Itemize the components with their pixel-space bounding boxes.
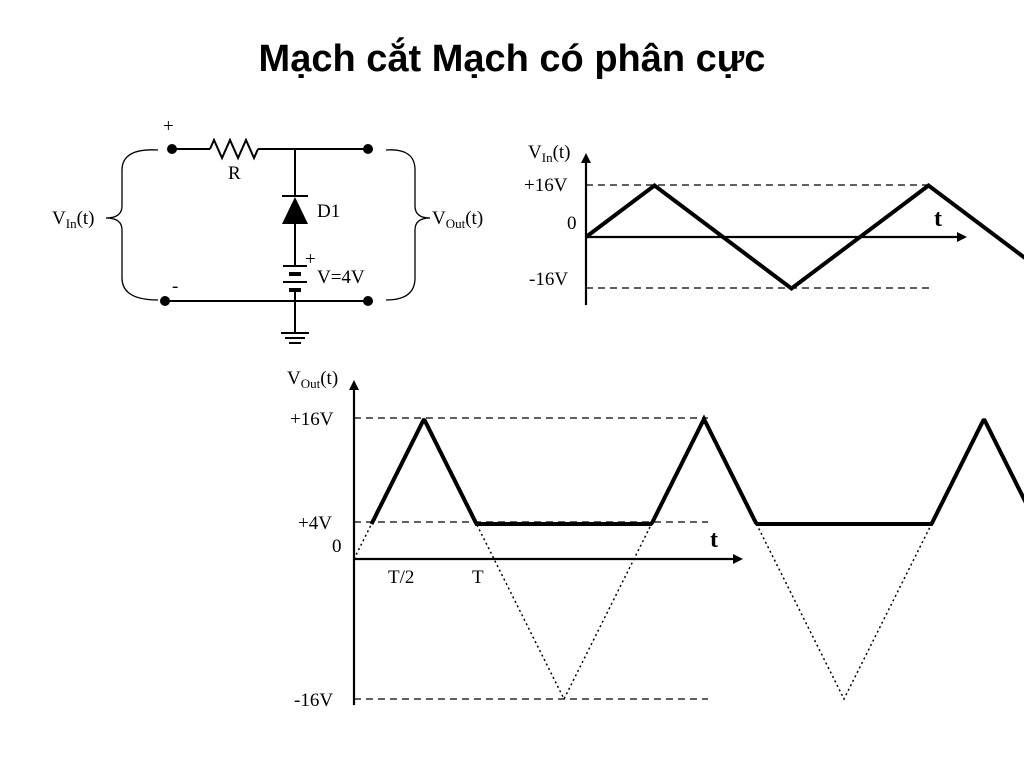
output-y-label: VOut(t) (287, 368, 338, 391)
output-plot: VOut(t) +16V +4V 0 T/2 T -16V t (287, 368, 1024, 711)
input-terminal-top (167, 144, 177, 154)
output-x-label: t (710, 527, 718, 553)
input-tick-minus16: -16V (529, 269, 568, 290)
vin-label: VIn(t) (52, 208, 95, 231)
input-triangle-wave (584, 182, 1024, 292)
plus-label: + (163, 116, 174, 137)
battery-plus-label: + (305, 249, 316, 270)
output-brace (385, 149, 431, 301)
input-brace (105, 149, 159, 301)
input-y-label: VIn(t) (528, 142, 571, 165)
input-tick-zero: 0 (567, 213, 577, 234)
output-tick-plus16: +16V (290, 409, 334, 430)
output-clipped-wave (369, 414, 1024, 526)
page-title: Mạch cắt Mạch có phân cực (258, 38, 766, 80)
minus-label: - (172, 276, 178, 297)
output-tick-half-period: T/2 (388, 567, 414, 588)
resistor-label: R (228, 163, 241, 184)
output-terminal-top (363, 144, 373, 154)
output-tick-minus16: -16V (294, 690, 333, 711)
diode-label: D1 (317, 201, 340, 222)
output-tick-zero: 0 (332, 536, 342, 557)
diode-symbol (282, 197, 308, 224)
resistor-symbol (209, 137, 259, 161)
output-terminal-bottom (363, 296, 373, 306)
input-plot: VIn(t) +16V 0 -16V t (524, 142, 1024, 305)
output-tick-plus4: +4V (298, 513, 332, 534)
output-tick-period: T (472, 567, 484, 588)
input-terminal-bottom (160, 296, 170, 306)
vout-label: VOut(t) (432, 208, 483, 231)
input-tick-plus16: +16V (524, 175, 568, 196)
battery-label: V=4V (317, 267, 365, 288)
input-x-label: t (934, 206, 942, 232)
circuit-diagram: + - R D1 + V=4V VIn(t) VOut(t) (52, 116, 483, 344)
